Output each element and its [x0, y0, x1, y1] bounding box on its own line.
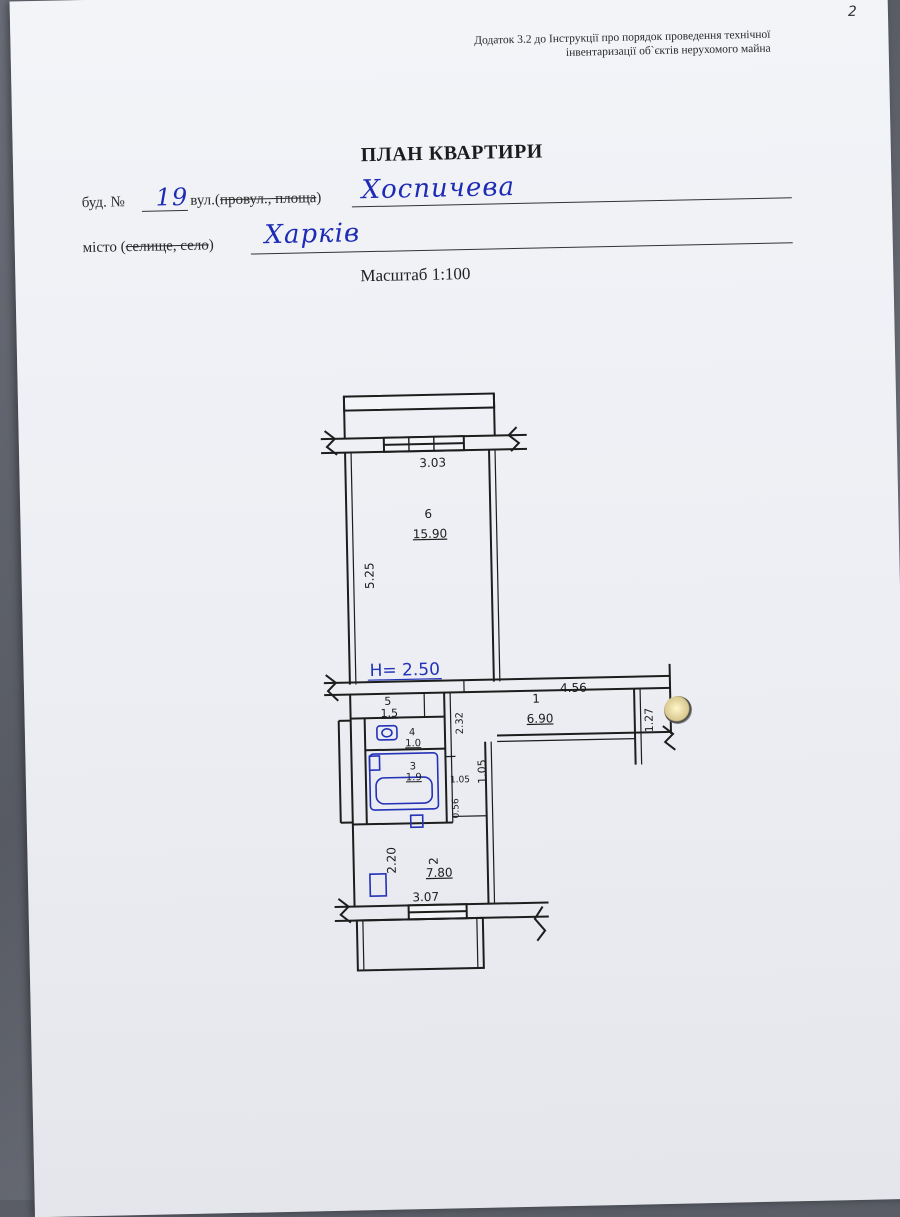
bath-bottom-wall — [353, 822, 453, 824]
kitchen-right-wall-inner — [491, 742, 494, 904]
mid-wall-bottom — [324, 688, 670, 695]
room6-left-wall — [345, 453, 350, 685]
room5-area: 1.5 — [380, 707, 398, 720]
room2-number: 2 — [427, 857, 441, 865]
vent-icon — [411, 815, 423, 827]
dim-top-width: 3.03 — [419, 456, 446, 471]
left-outer-wall-lower — [350, 695, 354, 907]
window-bottom-glass — [409, 911, 467, 912]
bathtub-inner-icon — [376, 777, 433, 804]
bath-right-wall — [444, 693, 447, 823]
dim-corridor-depth: 1.27 — [642, 708, 656, 733]
toilet-bowl-icon — [382, 729, 392, 737]
balcony-left-wall — [344, 397, 345, 439]
room6-right-wall-inner — [495, 449, 500, 681]
corridor-bottom-wall-inner — [497, 739, 635, 742]
dim-corridor-narrow: 1.05 — [476, 759, 490, 784]
dim-room6-length: 5.25 — [362, 562, 377, 589]
break-mark-entry — [663, 726, 676, 750]
dim-bath-small: 0.56 — [451, 798, 461, 819]
door-tick-1 — [424, 693, 425, 717]
loggia-bottom — [357, 918, 484, 971]
toilet-icon — [377, 726, 397, 740]
punch-hole — [664, 696, 692, 724]
room3-number: 3 — [410, 761, 417, 772]
bath-outer-wall — [339, 721, 341, 823]
loggia-bottom-inner — [363, 920, 364, 970]
room1-area: 6.90 — [527, 711, 554, 726]
ceiling-height: H= 2.50 — [369, 660, 440, 681]
loggia-bottom-inner-2 — [477, 918, 478, 968]
room6-right-wall — [489, 450, 494, 682]
break-mark-mid-left — [326, 675, 339, 701]
room6-area: 15.90 — [413, 527, 448, 542]
room2-area: 7.80 — [426, 865, 453, 880]
break-mark-top-right — [509, 427, 520, 451]
corridor-right-wall-inner — [640, 689, 642, 765]
break-mark-top-left — [325, 431, 338, 455]
room4-number: 4 — [409, 727, 416, 738]
document-sheet: 2 Додаток 3.2 до Інструкції про порядок … — [10, 0, 900, 1217]
room6-number: 6 — [424, 507, 432, 521]
dim-wc-width: 1.05 — [450, 775, 470, 785]
corridor-right-wall — [634, 689, 636, 765]
dim-corridor-length: 4.56 — [560, 681, 587, 696]
stove-icon — [370, 874, 386, 896]
room1-number: 1 — [532, 692, 540, 706]
balcony-right-wall — [494, 393, 495, 435]
balcony-slab — [344, 393, 494, 410]
break-mark-bottom-left — [338, 899, 351, 923]
room4-area: 1.0 — [405, 738, 421, 749]
dim-bottom-width: 3.07 — [412, 890, 439, 905]
room6-left-wall-inner — [351, 453, 356, 685]
bath-inner-left — [365, 718, 367, 824]
dim-kitchen-depth: 2.20 — [384, 847, 399, 874]
floor-plan: 3.03 6 15.90 5.25 4.56 1 6.90 1.27 5 1.5… — [10, 0, 900, 1217]
sink-icon — [369, 756, 379, 770]
room3-area: 1.9 — [406, 772, 422, 783]
dim-bath-depth: 2.32 — [455, 712, 466, 734]
break-mark-bottom-right — [535, 907, 546, 941]
